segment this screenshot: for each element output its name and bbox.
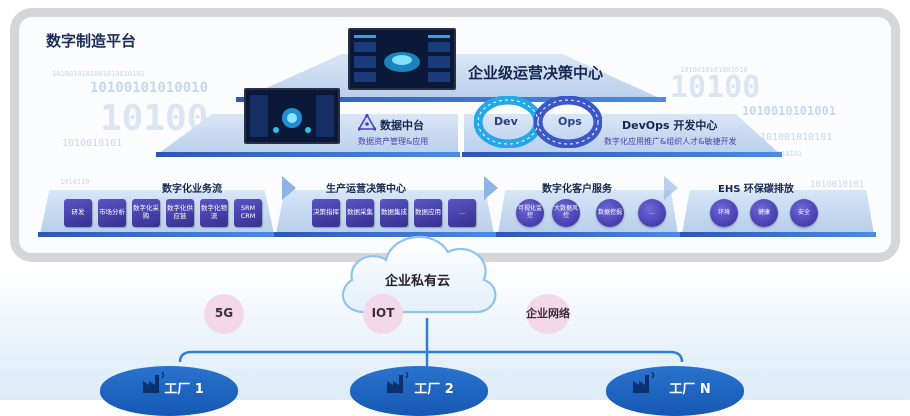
flow-item-rd: 研发 — [64, 199, 92, 227]
network-enterprise: 企业网络 — [526, 294, 570, 334]
factory-label: 工厂 1 — [164, 382, 204, 397]
network-5g: 5G — [204, 294, 244, 334]
customer-item-more: ... — [638, 199, 666, 227]
factory-icon — [143, 372, 165, 393]
customer-item-mining: 数据挖掘 — [596, 199, 624, 227]
ops-label: Ops — [558, 115, 582, 128]
network-iot: IOT — [363, 294, 403, 334]
flow-item-supply-chain: 数字化供应链 — [166, 199, 194, 227]
flow-item-logistics: 数字化物流 — [200, 199, 228, 227]
digital-flow-edge — [38, 232, 276, 237]
ehs-item-health: 健康 — [750, 199, 778, 227]
devops-sub: 数字化应用推广&组织人才&敏捷开发 — [604, 137, 737, 146]
digital-flow-label: 数字化业务流 — [162, 184, 222, 195]
ehs-edge — [680, 232, 876, 237]
binary-text: 1010010101001010 — [680, 66, 748, 74]
binary-text: 1010110 — [60, 178, 90, 186]
top-tier-edge — [236, 97, 666, 102]
production-item-collect: 数据采集 — [346, 199, 374, 227]
customer-label: 数字化客户服务 — [542, 184, 612, 195]
flow-arrow-icon — [282, 176, 296, 200]
binary-text: 101001010101 — [760, 132, 833, 143]
network-lines — [178, 318, 684, 370]
factory-label: 工厂 2 — [414, 382, 454, 397]
data-hub-icon — [357, 113, 377, 136]
devops-infinity-icon — [473, 95, 603, 152]
binary-text: 10100 — [670, 70, 761, 105]
data-screen-image — [244, 88, 340, 144]
production-edge — [274, 232, 496, 237]
production-label: 生产运营决策中心 — [326, 184, 406, 195]
ehs-label: EHS 环保碳排放 — [718, 184, 794, 195]
flow-item-market: 市场分析 — [98, 199, 126, 227]
production-item-more: ... — [448, 199, 476, 227]
data-center-label: 数据中台 — [380, 119, 424, 132]
binary-text: 1010010101 — [62, 138, 123, 149]
factory-icon — [633, 372, 655, 393]
customer-item-risk: 大数据风控 — [552, 199, 580, 227]
platform-title: 数字制造平台 — [46, 32, 137, 50]
ehs-item-environment: 环境 — [710, 199, 738, 227]
top-tier-label: 企业级运营决策中心 — [468, 64, 604, 82]
production-item-command: 决策指挥 — [312, 199, 340, 227]
flow-item-srm-crm: SRM CRM — [234, 199, 262, 227]
dashboard-screen-image — [348, 28, 456, 90]
cloud-label: 企业私有云 — [385, 274, 451, 289]
flow-item-procurement: 数字化采购 — [132, 199, 160, 227]
production-item-integrate: 数据集成 — [380, 199, 408, 227]
production-item-apply: 数据应用 — [414, 199, 442, 227]
binary-text: 10100101010010 — [90, 80, 209, 96]
factory-2: 工厂 2 — [350, 366, 488, 416]
flow-arrow-icon — [484, 176, 498, 200]
ehs-item-safety: 安全 — [790, 199, 818, 227]
customer-item-monitor: 可视化监控 — [516, 199, 544, 227]
cloud-icon — [334, 224, 504, 326]
binary-text: 1010010101 — [810, 180, 865, 190]
customer-edge — [496, 232, 680, 237]
flow-arrow-icon — [664, 176, 678, 200]
binary-text: 1010010101001 — [742, 104, 836, 118]
binary-text: 1010010101001010010101 — [52, 70, 145, 78]
data-center-sub: 数据资产管理&应用 — [358, 137, 429, 146]
devops-label: DevOps 开发中心 — [622, 119, 718, 132]
factory-1: 工厂 1 — [100, 366, 238, 416]
factory-label: 工厂 N — [669, 382, 711, 397]
factory-icon — [387, 372, 409, 393]
dev-label: Dev — [494, 115, 518, 128]
devops-edge — [462, 152, 782, 157]
factory-n: 工厂 N — [606, 366, 744, 416]
data-center-edge — [156, 152, 460, 157]
